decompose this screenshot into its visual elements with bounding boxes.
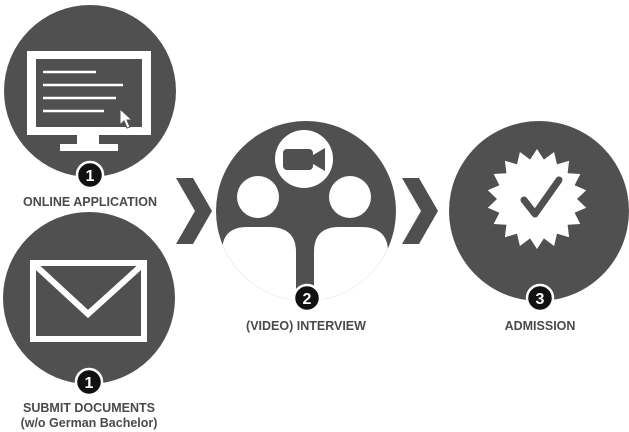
chevron-right-icon [176,178,212,244]
step-label-line2: (w/o German Bachelor) [21,416,158,430]
video-camera-icon [271,126,337,192]
step-submit-documents: 1 SUBMIT DOCUMENTS (w/o German Bachelor) [3,212,175,430]
step-label: ADMISSION [505,319,576,333]
step-label: ONLINE APPLICATION [23,195,157,209]
step-circle [3,212,175,384]
step-number: 2 [303,291,312,308]
approval-seal-icon [487,149,587,249]
step-interview: 2 (VIDEO) INTERVIEW [216,121,396,333]
step-label-line1: SUBMIT DOCUMENTS [23,401,155,415]
step-badge: 2 [292,283,322,313]
step-badge: 3 [525,283,555,313]
step-admission: 3 ADMISSION [449,121,629,333]
step-number: 1 [86,168,95,185]
cursor-icon [119,107,134,129]
step-online-application: 1 ONLINE APPLICATION [4,5,176,209]
envelope-icon [30,260,147,342]
step-number: 1 [85,375,94,392]
computer-monitor-icon [27,51,151,151]
step-number: 3 [536,291,545,308]
step-label: (VIDEO) INTERVIEW [246,319,366,333]
step-badge: 1 [74,367,104,397]
step-badge: 1 [75,160,105,190]
checkmark-icon [520,176,563,218]
chevron-right-icon [402,178,438,244]
